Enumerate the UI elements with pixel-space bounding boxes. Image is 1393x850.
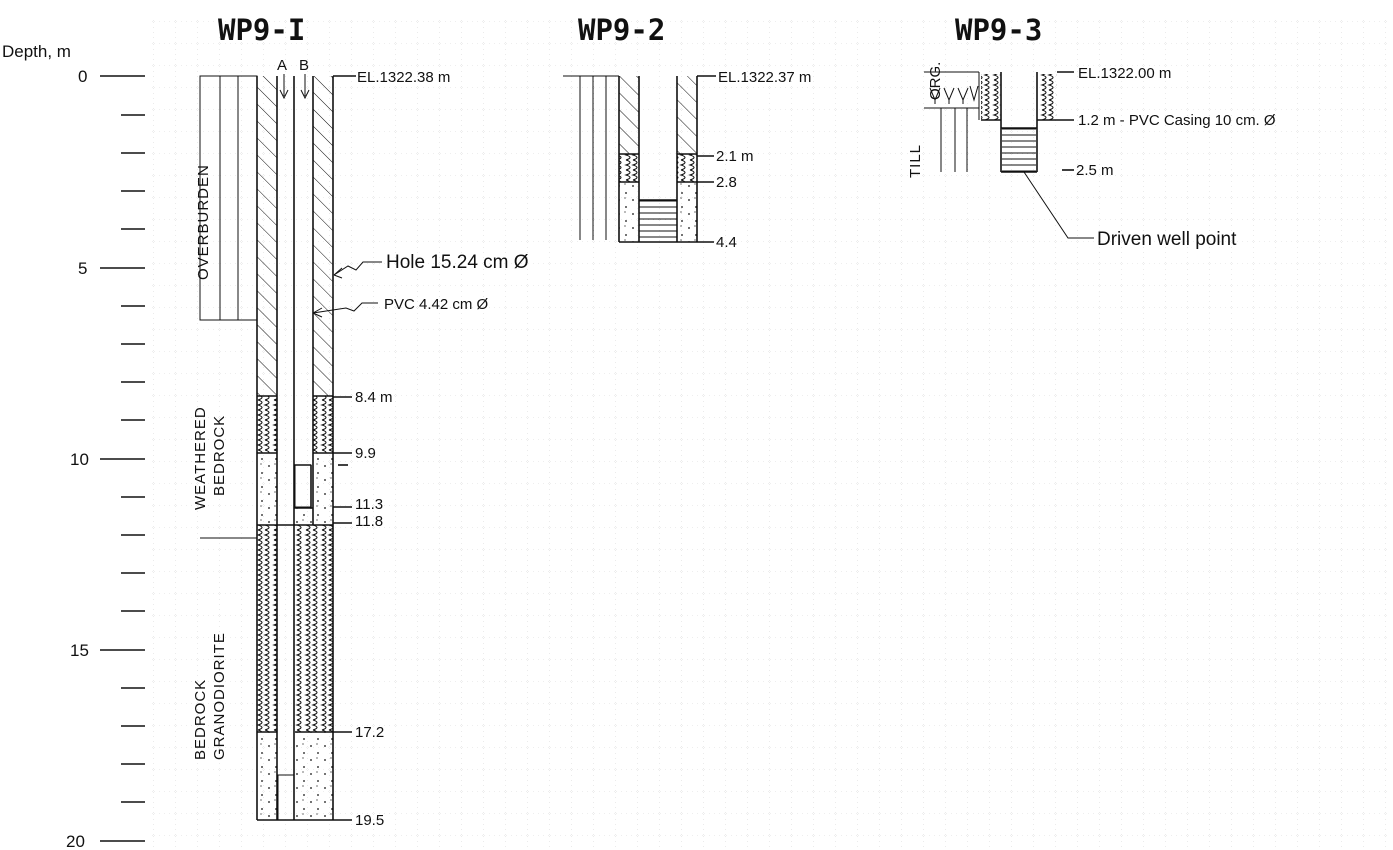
depth-tick-15: 15 [70, 641, 89, 660]
wp9-1-depth-11-3: 11.3 [355, 496, 383, 513]
depth-tick-0: 0 [78, 67, 87, 86]
pvc-size-label: PVC 4.42 cm Ø [384, 296, 489, 313]
well-wp9-2: WP9-2 EL.1322.3 [563, 13, 811, 251]
wp9-1-depth-19-5: 19.5 [355, 812, 384, 829]
wp9-3-depth-2-5: 2.5 m [1076, 162, 1114, 179]
layer-bedrock: BEDROCK [192, 679, 209, 760]
hole-size-label: Hole 15.24 cm Ø [386, 252, 529, 273]
depth-tick-5: 5 [78, 259, 87, 278]
wp9-2-title: WP9-2 [578, 13, 665, 47]
pipe-b-label: B [299, 57, 309, 74]
wp9-2-elevation: EL.1322.37 m [718, 69, 811, 86]
layer-org: ORG. [927, 62, 944, 100]
wp9-1-depth-8-4: 8.4 m [355, 389, 393, 406]
background-grid [150, 20, 1390, 848]
wp9-1-title: WP9-I [218, 13, 305, 47]
wp9-3-casing: 1.2 m - PVC Casing 10 cm. Ø [1078, 112, 1276, 129]
wp9-2-depth-2-8: 2.8 [716, 174, 737, 191]
layer-overburden: OVERBURDEN [195, 164, 212, 280]
organic-layer-symbols [929, 85, 979, 104]
wp9-3-title: WP9-3 [955, 13, 1042, 47]
layer-weathered: WEATHERED [192, 406, 209, 510]
wp9-1-depth-9-9: 9.9 [355, 445, 376, 462]
layer-granodiorite: GRANODIORITE [211, 632, 228, 760]
driven-well-point-label: Driven well point [1097, 229, 1237, 250]
layer-till: TILL [907, 144, 924, 178]
depth-tick-10: 10 [70, 450, 89, 469]
wp9-1-depth-17-2: 17.2 [355, 724, 384, 741]
wp9-2-depth-2-1: 2.1 m [716, 148, 754, 165]
wp9-3-elevation: EL.1322.00 m [1078, 65, 1171, 82]
depth-tick-20: 20 [66, 832, 85, 850]
pipe-a-label: A [277, 57, 287, 74]
depth-axis-label: Depth, m [2, 42, 71, 61]
wp9-1-elevation: EL.1322.38 m [357, 69, 450, 86]
depth-axis: Depth, m 0 5 10 15 20 [2, 42, 145, 850]
layer-weathered-bedrock: BEDROCK [211, 415, 228, 496]
well-wp9-1: WP9-I OVERBURDEN WEATHERED BEDROCK BEDRO… [192, 13, 529, 829]
well-wp9-3: WP9-3 ORG. TILL [907, 13, 1276, 250]
wp9-1-depth-11-8: 11.8 [355, 513, 383, 530]
wp9-2-depth-4-4: 4.4 [716, 234, 737, 251]
